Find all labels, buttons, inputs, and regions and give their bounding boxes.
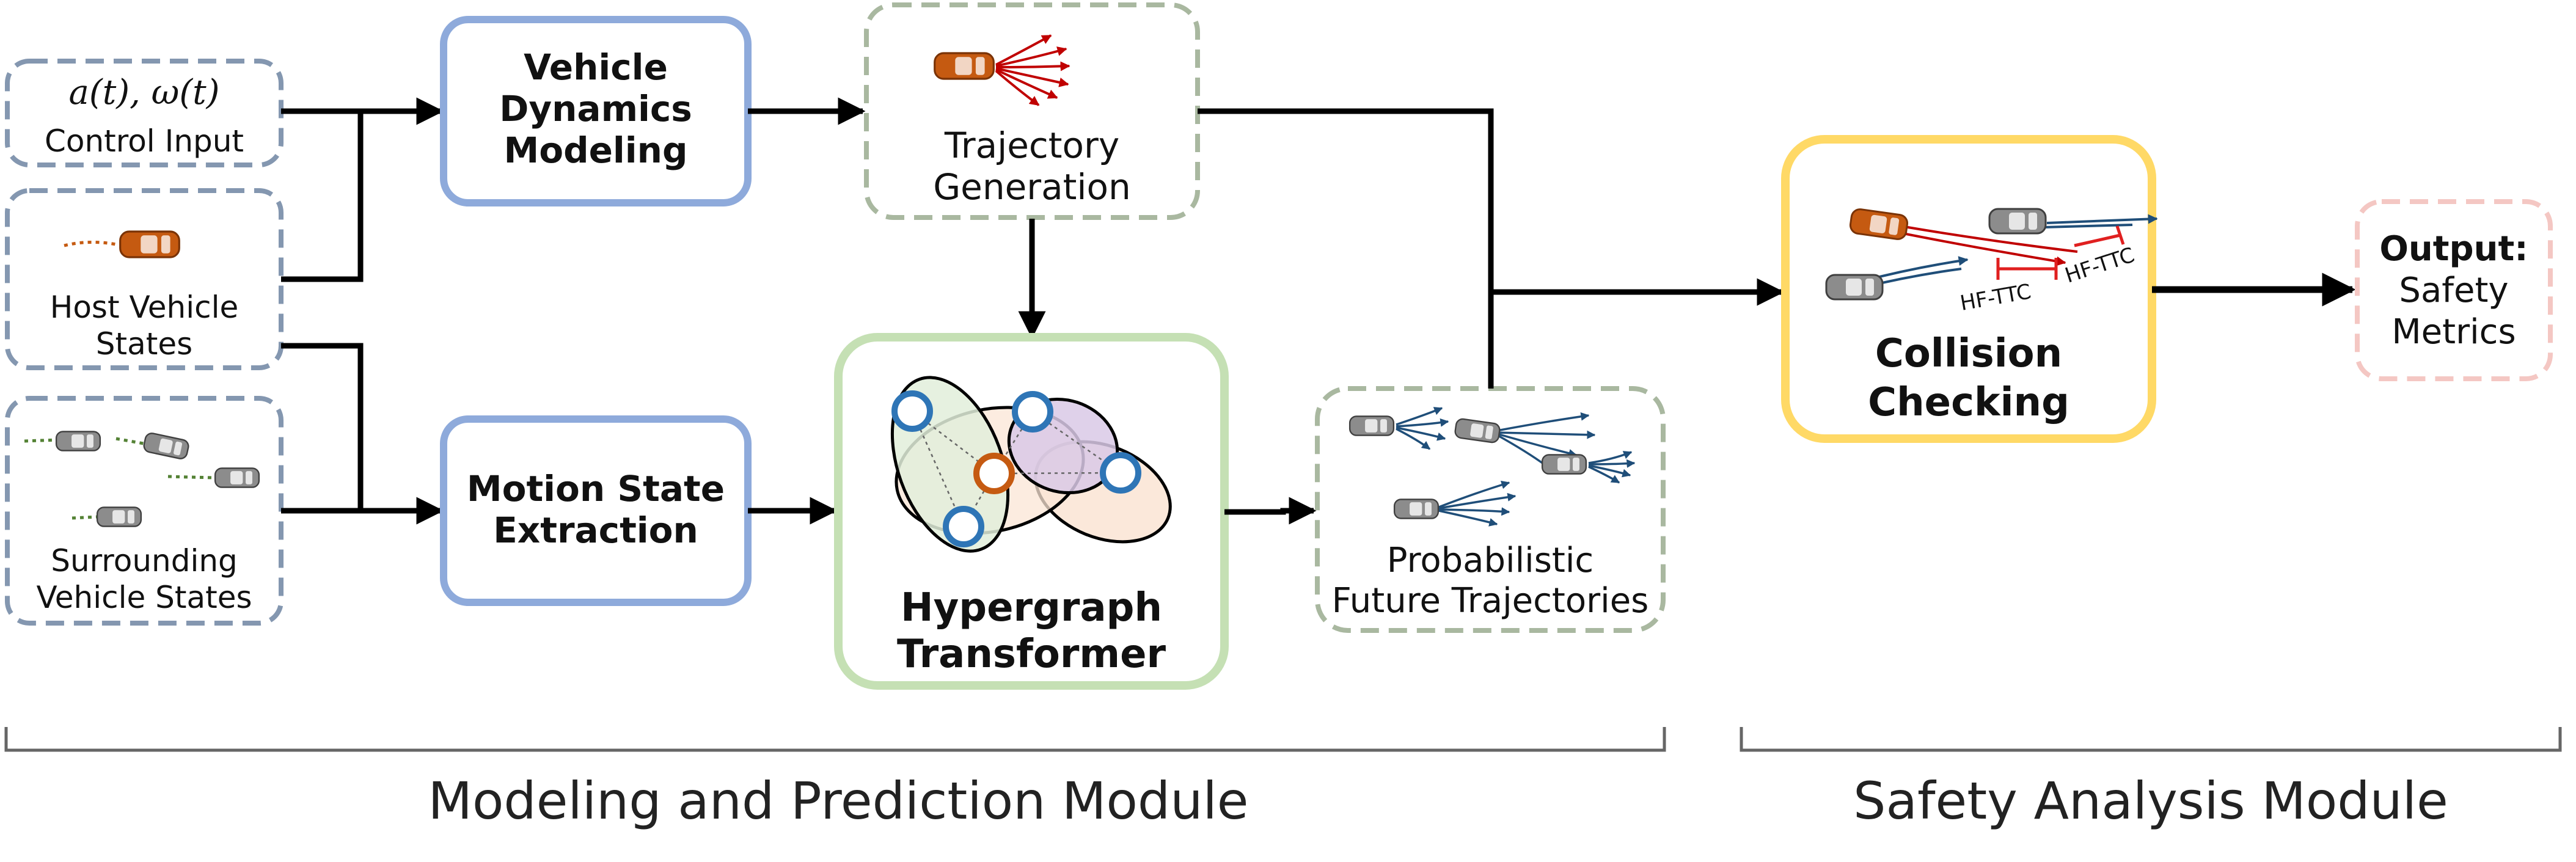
control-math: a(t), ω(t): [68, 73, 219, 112]
node-ego: [973, 453, 1015, 494]
merge-connectors: [1198, 108, 1785, 389]
bracket-modeling-module: [4, 727, 1666, 752]
collision-line1: Collision: [1875, 331, 2062, 376]
trajectory-line1: Trajectory: [944, 125, 1119, 166]
output-line1: Safety: [2399, 271, 2508, 310]
node-1: [891, 390, 933, 432]
dynamics-line1: Vehicle: [524, 46, 668, 88]
surround-history-1: [24, 438, 59, 443]
line-host-to-dynamics: [281, 111, 364, 282]
output-block: Output: Safety Metrics: [2355, 199, 2553, 381]
control-input-box: a(t), ω(t) Control Input: [5, 59, 284, 167]
surround-car-icon-1: [55, 431, 101, 451]
bracket-safety-module: [1740, 727, 2562, 752]
trajectory-fan-icon: [995, 34, 1070, 106]
host-label-line1: Host Vehicle: [50, 290, 239, 325]
probabilistic-block: Probabilistic Future Trajectories: [1315, 386, 1666, 633]
surround-car-icon-4: [96, 506, 142, 527]
arrow-hypergraph-to-probabilistic: [1224, 497, 1317, 525]
output-label: Output:: [2379, 229, 2528, 269]
safety-module-label: Safety Analysis Module: [1853, 771, 2448, 831]
collision-car-icon-1: [1988, 208, 2047, 235]
host-label-line2: States: [96, 326, 192, 362]
dynamics-line3: Modeling: [504, 130, 688, 171]
dynamics-line2: Dynamics: [499, 88, 692, 130]
vehicle-dynamics-block: Vehicle Dynamics Modeling: [440, 16, 752, 206]
node-2: [1012, 391, 1053, 433]
surround-label-line1: Surrounding: [51, 543, 238, 579]
collision-car-icon-2: [1825, 274, 1884, 301]
probabilistic-line1: Probabilistic: [1387, 541, 1594, 580]
prob-car-icon-4: [1393, 499, 1440, 519]
hypergraph-line1: Hypergraph: [901, 585, 1162, 630]
modeling-module-label: Modeling and Prediction Module: [428, 771, 1249, 831]
line-host-to-motion: [281, 343, 364, 511]
output-line2: Metrics: [2391, 312, 2516, 352]
prob-car-icon-3: [1541, 454, 1587, 475]
motion-line2: Extraction: [493, 510, 698, 551]
prob-car-icon-1: [1348, 415, 1395, 436]
control-input-label: Control Input: [45, 123, 244, 159]
probabilistic-line2: Future Trajectories: [1332, 581, 1649, 621]
node-3: [1100, 452, 1141, 494]
motion-line1: Motion State: [467, 468, 725, 510]
motion-state-block: Motion State Extraction: [440, 415, 752, 606]
host-car-icon: [119, 230, 180, 258]
input-connectors: [281, 97, 444, 525]
surrounding-vehicle-box: Surrounding Vehicle States: [5, 396, 284, 626]
hypergraph-icon: [890, 376, 1172, 553]
line-trajectory-to-collision: [1198, 108, 1494, 292]
node-4: [943, 506, 984, 547]
module-brackets: [4, 727, 2562, 752]
trajectory-generation-block: Trajectory Generation: [864, 2, 1200, 220]
trajectory-line2: Generation: [933, 166, 1131, 208]
collision-checking-block: HF-TTC HF-TTC Collision Checking: [1781, 135, 2158, 443]
trajectory-car-icon: [934, 52, 995, 80]
surround-car-icon-3: [214, 467, 260, 488]
host-vehicle-box: Host Vehicle States: [5, 188, 284, 370]
collision-line2: Checking: [1868, 380, 2069, 425]
collision-scene-icon: [1851, 214, 2158, 291]
hypergraph-block: Hypergraph Transformer: [834, 333, 1229, 690]
hypergraph-line2: Transformer: [897, 632, 1166, 677]
host-history-path: [64, 240, 117, 247]
surround-label-line2: Vehicle States: [36, 580, 252, 615]
